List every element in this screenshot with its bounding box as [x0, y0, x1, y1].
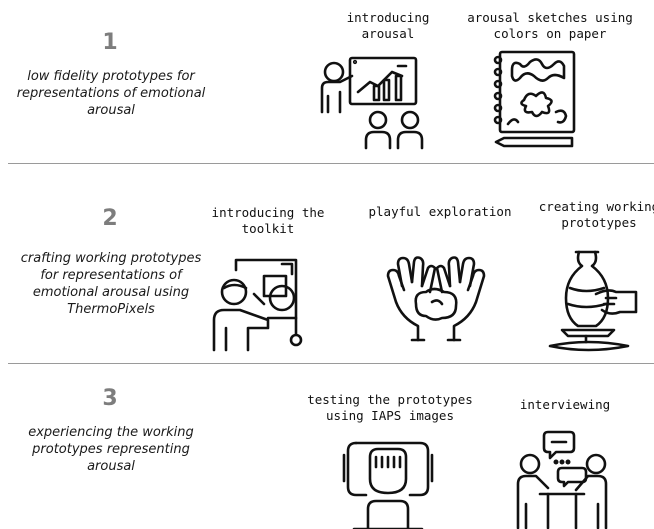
step-1-number: 1: [102, 30, 118, 55]
interview-icon: [516, 430, 608, 529]
activity-creating-prototypes-caption: creating working prototypes: [538, 199, 654, 230]
pottery-wheel-icon: [548, 250, 638, 352]
person-at-screen-icon: [342, 441, 434, 529]
hands-clay-icon: [386, 256, 486, 342]
presenter-shapes-icon: [212, 258, 303, 352]
step-2-number: 2: [102, 206, 118, 231]
activity-introducing-toolkit-caption: introducing the toolkit: [211, 205, 325, 236]
step-2-description: crafting working prototypes for represen…: [20, 251, 202, 317]
activity-arousal-sketches-caption: arousal sketches using colors on paper: [467, 10, 633, 41]
section-divider-2: [8, 363, 654, 364]
step-1-description: low fidelity prototypes for representati…: [16, 69, 206, 118]
activity-playful-exploration-caption: playful exploration: [368, 204, 512, 219]
section-divider-1: [8, 163, 654, 164]
sketchbook-pencil-icon: [493, 50, 576, 148]
activity-introducing-arousal-caption: introducing arousal: [346, 10, 430, 41]
step-3-description: experiencing the working prototypes repr…: [28, 425, 194, 474]
activity-interviewing-caption: interviewing: [519, 397, 611, 412]
presenter-chart-icon: [320, 56, 424, 150]
activity-testing-prototypes-caption: testing the prototypes using IAPS images: [307, 392, 473, 423]
step-3-number: 3: [102, 386, 118, 411]
